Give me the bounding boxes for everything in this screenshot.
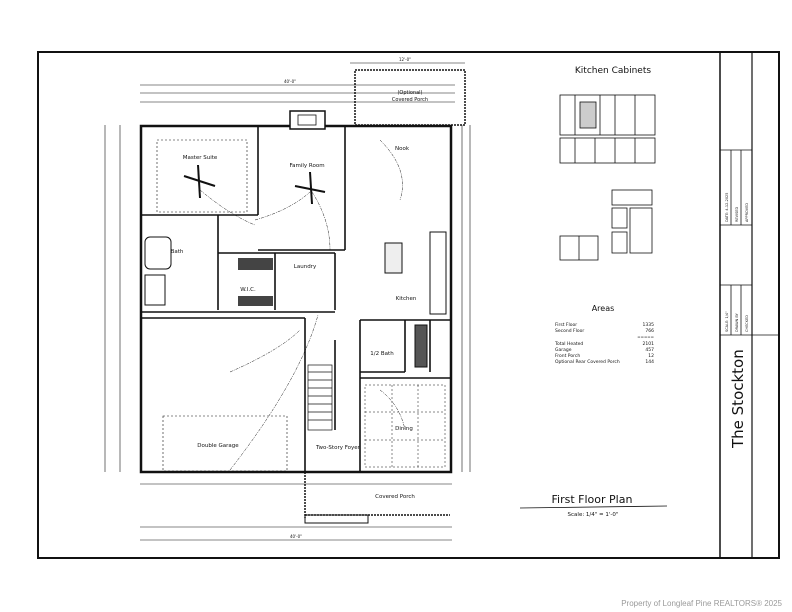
sheet-border (37, 51, 780, 559)
room-family-room: Family Room (289, 163, 324, 169)
area-value: 766 (645, 328, 654, 334)
area-label: First Floor (555, 322, 577, 328)
kitchen-cabinets-title: Kitchen Cabinets (575, 66, 651, 76)
electrical-wiring (199, 139, 406, 471)
room-laundry: Laundry (294, 264, 317, 270)
dimension-lines (104, 62, 471, 541)
closet-rod (238, 258, 273, 270)
title-block-scale: SCALE: 1/4" (725, 311, 729, 332)
room-master-suite: Master Suite (183, 155, 218, 161)
room-dining: Dining (395, 426, 413, 432)
room-bath: Bath (171, 249, 184, 255)
area-label: Front Porch (555, 353, 580, 359)
garage-outline (162, 415, 288, 472)
shower (144, 274, 166, 306)
area-value: 144 (645, 359, 654, 365)
kitchen-counter (429, 231, 447, 315)
rear-porch-optional: (Optional) (397, 90, 422, 96)
areas-table: First Floor 1335 Second Floor 766 ===== … (554, 322, 654, 365)
area-label: Total Heated (554, 341, 583, 347)
area-value: 12 (648, 353, 654, 359)
title-underline (519, 505, 668, 509)
room-nook: Nook (395, 146, 410, 152)
area-value: 1335 (643, 322, 655, 328)
ceiling-fan-icon (294, 171, 326, 205)
front-covered-porch (304, 472, 450, 524)
area-value: 2101 (643, 341, 655, 347)
plan-name: The Stockton (729, 349, 747, 449)
room-front-covered-porch: Covered Porch (375, 494, 415, 500)
room-kitchen: Kitchen (396, 296, 417, 302)
area-label: Optional Rear Covered Porch (555, 359, 620, 365)
watermark: Property of Longleaf Pine REALTORS® 2025 (621, 599, 782, 608)
dim-top-overall: 40'-0" (284, 79, 296, 84)
title-block (720, 149, 779, 336)
fireplace (289, 110, 326, 130)
rear-porch-label: Covered Porch (392, 97, 428, 103)
room-wic: W.I.C. (240, 287, 256, 293)
interior-walls (141, 126, 450, 472)
sheet-scale: Scale: 1/4" = 1'-0" (568, 512, 619, 518)
dim-rear-porch: 12'-0" (399, 57, 411, 62)
dining-grid (364, 384, 446, 468)
tray-ceiling (156, 139, 248, 213)
title-block-date: DATE: 4-12-2025 (725, 192, 729, 222)
areas-title: Areas (592, 304, 615, 313)
area-label: Second Floor (555, 328, 584, 334)
area-value: 457 (645, 347, 654, 353)
area-label: Garage (555, 347, 572, 353)
title-block-checked: CHECKED (745, 315, 749, 332)
area-separator: ===== (637, 334, 654, 339)
room-double-garage: Double Garage (197, 443, 239, 449)
ceiling-fan-icon (183, 164, 216, 199)
kitchen-cabinet-elevations (559, 94, 656, 261)
title-block-approved: APPROVED (745, 203, 749, 222)
sheet-title: First Floor Plan (552, 493, 633, 506)
title-block-revised: REVISED (735, 206, 739, 222)
stairs (307, 364, 333, 431)
dim-bottom-overall: 40'-0" (290, 534, 302, 539)
bathtub (144, 236, 172, 270)
title-block-drawn-by: DRAWN BY (735, 312, 739, 332)
room-two-story-foyer: Two-Story Foyer (315, 445, 361, 451)
pantry-shelves (414, 324, 428, 368)
kitchen-island (384, 242, 403, 274)
room-half-bath: 1/2 Bath (370, 351, 394, 357)
